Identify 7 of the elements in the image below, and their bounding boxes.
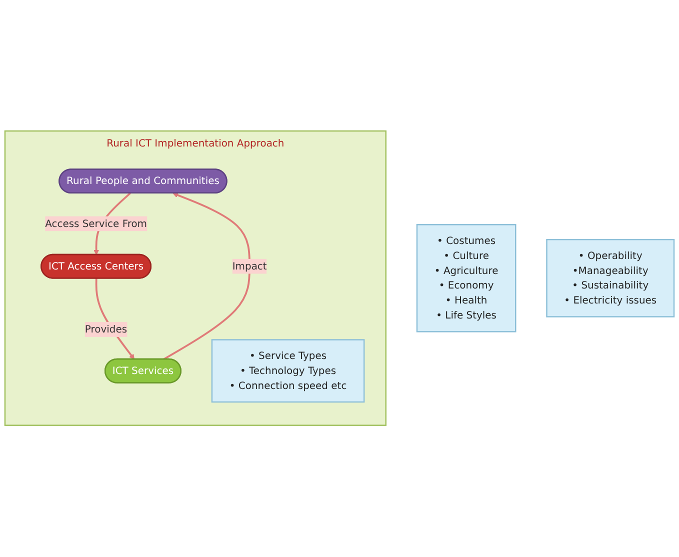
node-box: • Service Types • Technology Types • Connection speed etc (211, 339, 365, 403)
edge-label: Impact (232, 260, 267, 272)
node-box: • Costumes • Culture • Agriculture • Economy • Health • Life Styles (416, 224, 516, 333)
node-box: • Operability •Manageability • Sustainability • Electricity issues (546, 239, 675, 318)
edge-label: Access Service From (45, 218, 147, 230)
edge-label: Provides (84, 324, 128, 336)
arrow (163, 192, 251, 360)
